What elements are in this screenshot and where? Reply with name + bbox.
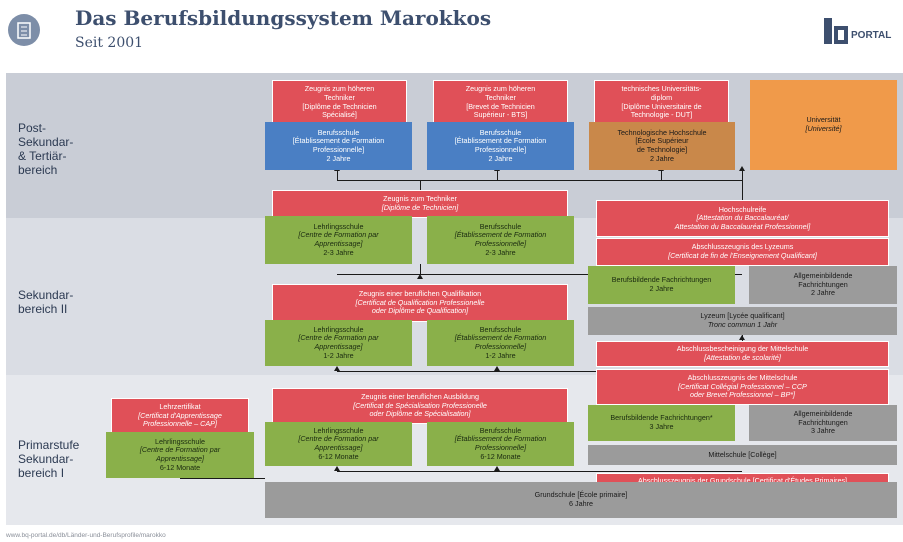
connector-line xyxy=(420,264,421,274)
bq-portal-logo: PORTAL xyxy=(822,12,903,52)
box-abschlussbesch-mittel: Abschlussbescheinigung der Mittelschule[… xyxy=(596,341,889,367)
connector-line xyxy=(420,180,421,190)
connector-line xyxy=(742,170,743,200)
footer-url: www.bq-portal.de/db/Länder-und-Berufspro… xyxy=(6,532,166,539)
logo-text: PORTAL xyxy=(851,30,892,41)
connector-line xyxy=(497,170,498,180)
box-grundschule: Grundschule [École primaire]6 Jahre xyxy=(265,482,897,518)
box-universitaet: Universität[Université] xyxy=(750,80,897,170)
arrow-up-icon xyxy=(417,274,423,279)
box-zeugnis-ausbildung: Zeugnis einer beruflichen Ausbildung[Cer… xyxy=(272,388,568,424)
page-title: Das Berufsbildungssystem Marokkos xyxy=(75,6,492,30)
arrow-up-icon xyxy=(494,366,500,371)
box-hochschulreife: Hochschulreife[Attestation du Baccalauré… xyxy=(596,200,889,237)
connector-line xyxy=(337,180,742,181)
box-tech-hochschule: Technologische Hochschule[École Supérieu… xyxy=(589,122,735,170)
connector-line xyxy=(337,471,742,472)
arrow-up-icon xyxy=(739,166,745,171)
arrow-up-icon xyxy=(739,335,745,340)
arrow-up-icon xyxy=(334,466,340,471)
box-abschluss-lyzeum: Abschlusszeugnis des Lyzeums[Certificat … xyxy=(596,238,889,266)
box-abschluss-mittel: Abschlusszeugnis der Mittelschule[Certif… xyxy=(596,369,889,405)
box-lyzeum: Lyzeum [Lycée qualificant]Tronc commun 1… xyxy=(588,307,897,335)
box-zeugnis-techniker: Zeugnis zum Techniker[Diplôme de Technic… xyxy=(272,190,568,218)
box-bb-fachrichtungen-3: Berufsbildende Fachrichtungen*3 Jahre xyxy=(588,405,735,441)
arrow-up-icon xyxy=(334,366,340,371)
box-zeugnis-quali: Zeugnis einer beruflichen Qualifikation[… xyxy=(272,284,568,322)
box-mittelschule: Mittelschule [Collège] xyxy=(588,445,897,465)
level-label-post: Post-Sekundar-& Tertiär-bereich xyxy=(18,121,74,177)
connector-line xyxy=(180,478,265,479)
box-dut: technisches Universitäts-diplom[Diplôme … xyxy=(594,80,729,125)
connector-line xyxy=(337,371,742,372)
connector-line xyxy=(661,170,662,180)
page-subtitle: Seit 2001 xyxy=(75,35,144,51)
box-lehrzertifikat: Lehrzertifikat[Certificat d'Apprentissag… xyxy=(111,398,249,434)
level-label-sek2: Sekundar-bereich II xyxy=(18,288,74,316)
connector-line xyxy=(337,274,742,275)
building-icon xyxy=(8,14,40,46)
arrow-up-icon xyxy=(494,466,500,471)
connector-line xyxy=(337,170,338,180)
